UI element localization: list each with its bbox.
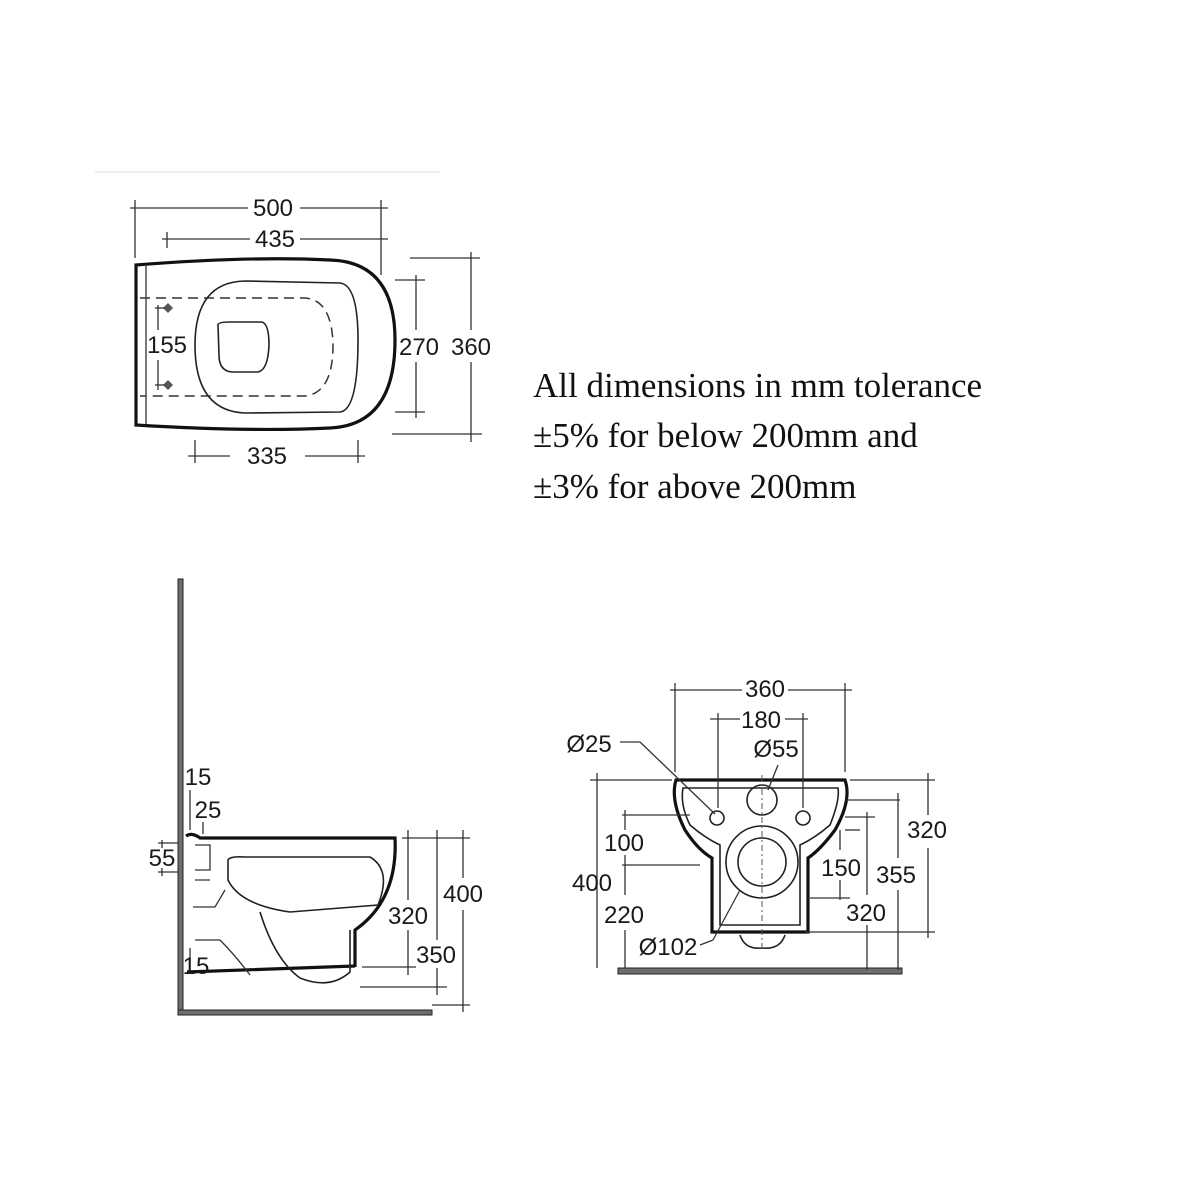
wall: [177, 578, 184, 1016]
dim-320-base: 320: [846, 900, 886, 927]
floor: [177, 1009, 433, 1016]
dim-270: 270: [399, 334, 439, 361]
fixing-hole-right: [795, 810, 811, 826]
dim-350: 350: [416, 942, 456, 969]
pan-outline: [134, 257, 397, 432]
dim-15-bottom: 15: [183, 953, 210, 980]
dim-220: 220: [604, 902, 644, 929]
pan-outline: [185, 832, 397, 974]
tolerance-note: All dimensions in mm tolerance ±5% for b…: [533, 366, 982, 506]
dim-360: 360: [745, 676, 785, 703]
dim-d25: Ø25: [566, 731, 611, 758]
dimension-lines: [130, 200, 482, 463]
fixing-hole-left: [709, 810, 725, 826]
outlet-hole: [737, 837, 787, 887]
seat-outline: [194, 280, 359, 414]
dim-400: 400: [572, 870, 612, 897]
dim-355: 355: [876, 862, 916, 889]
fixing-details: [193, 844, 251, 976]
hidden-bowl-line: [140, 297, 334, 397]
dim-d55: Ø55: [753, 736, 798, 763]
fixing-marks: [155, 303, 173, 390]
dim-25: 25: [195, 797, 222, 824]
top-view: 500 435 155 270 360 335: [95, 171, 491, 470]
dim-55: 55: [149, 845, 176, 872]
dim-15-top: 15: [185, 764, 212, 791]
side-view: 15 25 55 15 320 350 400: [149, 578, 483, 1016]
front-view: 360 180 Ø25 Ø55 100 400 220 Ø102 150 355…: [566, 676, 947, 975]
dimension-lines: [158, 790, 470, 1012]
seat-opening: [217, 321, 270, 373]
note-line-2: ±5% for below 200mm and: [533, 416, 918, 455]
dim-150: 150: [821, 855, 861, 882]
dim-335: 335: [247, 443, 287, 470]
dim-180: 180: [741, 707, 781, 734]
bowl: [227, 856, 385, 913]
dim-320-right: 320: [907, 817, 947, 844]
note-line-1: All dimensions in mm tolerance: [533, 366, 982, 405]
floor: [617, 967, 903, 975]
dimension-lines: [590, 683, 935, 970]
inner-outline: [681, 787, 840, 926]
note-line-3: ±3% for above 200mm: [533, 467, 856, 506]
dim-500: 500: [253, 195, 293, 222]
dim-155: 155: [147, 332, 187, 359]
trap: [259, 911, 351, 984]
dim-d102: Ø102: [639, 934, 698, 961]
dim-400: 400: [443, 881, 483, 908]
dim-435: 435: [255, 226, 295, 253]
dim-100: 100: [604, 830, 644, 857]
dim-360: 360: [451, 334, 491, 361]
dim-320: 320: [388, 903, 428, 930]
